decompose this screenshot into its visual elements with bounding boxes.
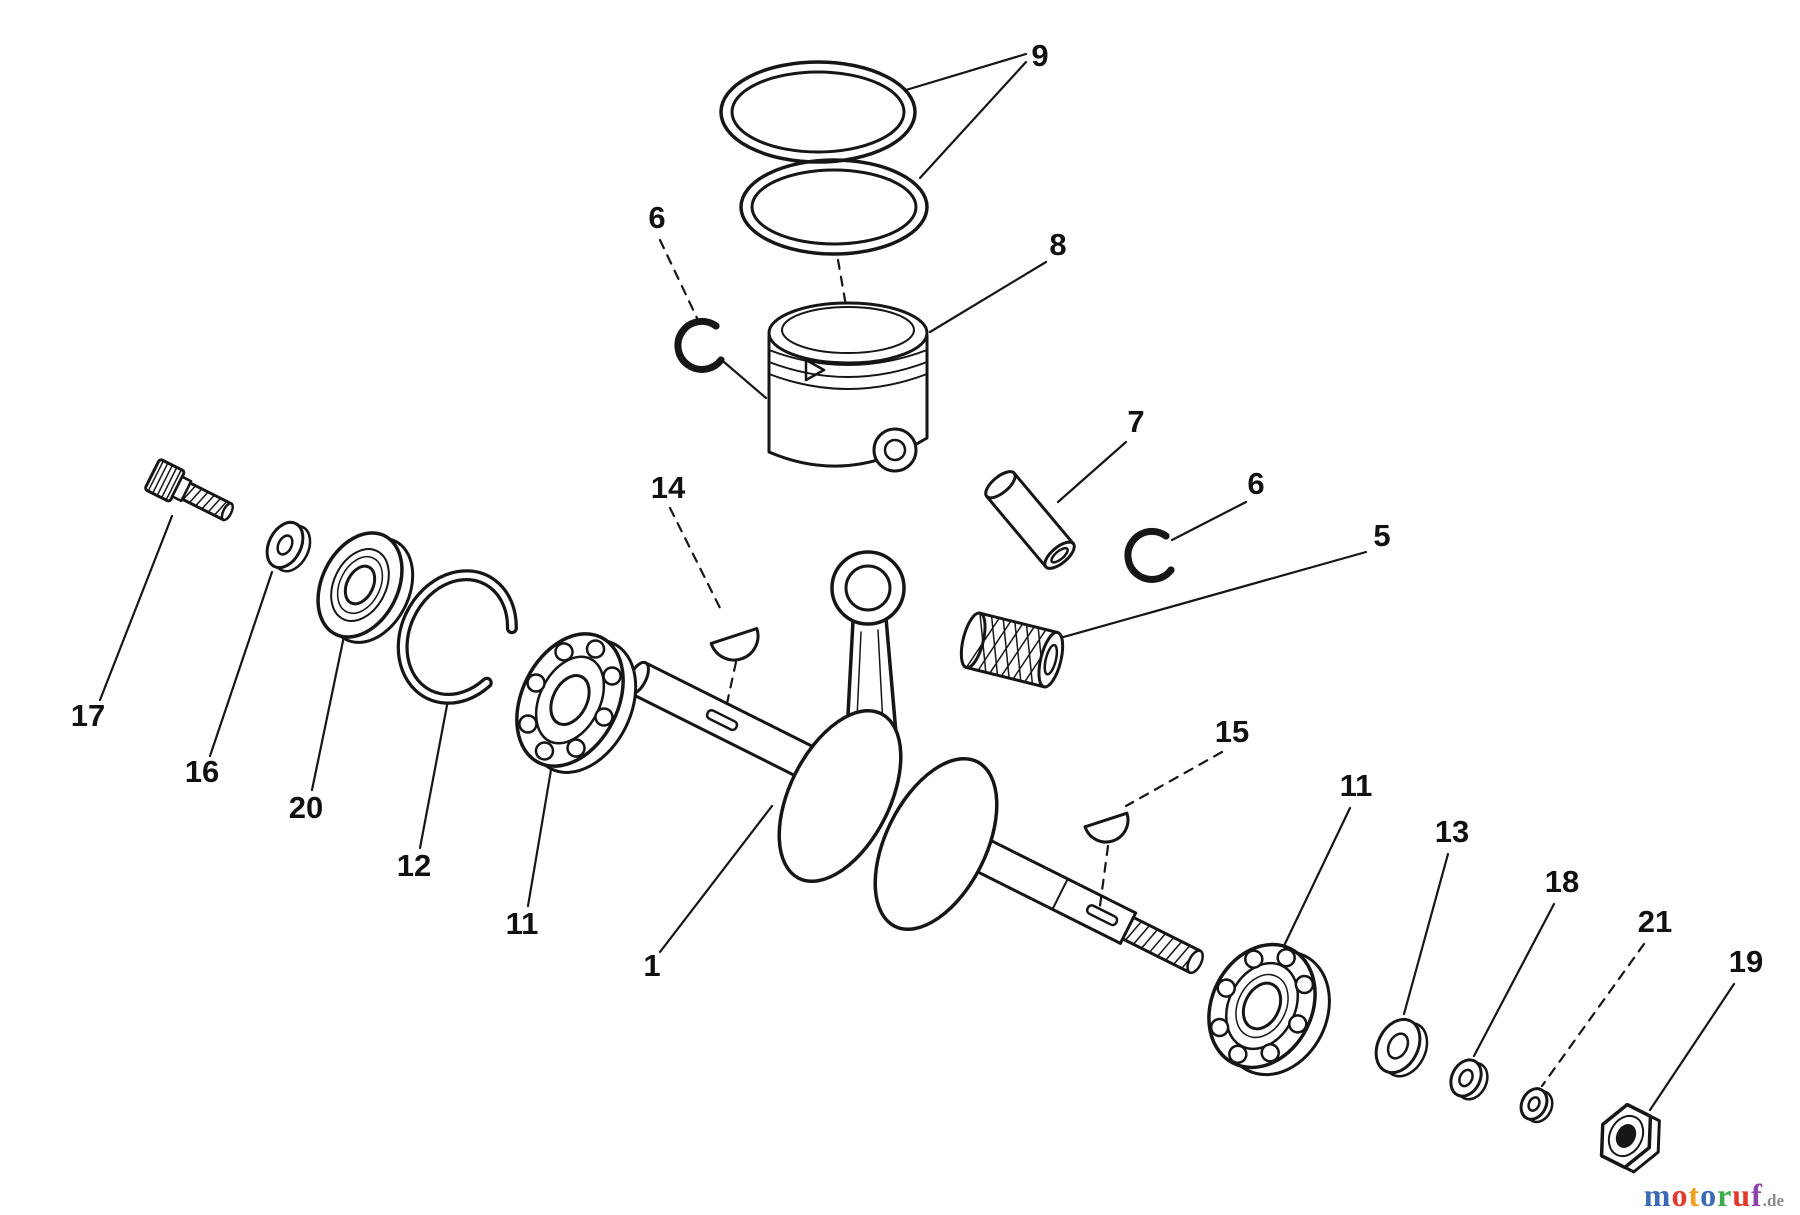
leader-9a bbox=[904, 52, 1028, 92]
callout-18: 18 bbox=[1545, 864, 1579, 899]
leader-7 bbox=[1056, 440, 1128, 504]
leader-19 bbox=[1648, 982, 1736, 1112]
leader-18 bbox=[1472, 902, 1556, 1058]
leader-17 bbox=[98, 514, 174, 702]
leader-14a bbox=[668, 506, 722, 610]
callout-13: 13 bbox=[1435, 814, 1469, 849]
callout-16: 16 bbox=[185, 754, 219, 789]
watermark-letter: u bbox=[1732, 1177, 1752, 1213]
leader-20 bbox=[310, 634, 346, 792]
leader-13 bbox=[1402, 852, 1450, 1016]
part-nut-19 bbox=[1599, 1102, 1661, 1174]
leader-6-upper bbox=[658, 238, 699, 320]
callout-11-left: 11 bbox=[506, 906, 539, 941]
part-snap-ring-12 bbox=[396, 569, 518, 705]
leader-8 bbox=[928, 260, 1048, 334]
leader-12 bbox=[418, 698, 450, 850]
leader-15a bbox=[1124, 750, 1224, 808]
leader-11-left bbox=[526, 762, 554, 908]
leader-5 bbox=[1058, 550, 1368, 640]
callout-19: 19 bbox=[1729, 944, 1763, 979]
keyway-right bbox=[1085, 904, 1119, 927]
callout-12: 12 bbox=[397, 848, 431, 883]
callout-21: 21 bbox=[1638, 904, 1672, 939]
part-wrist-pin bbox=[984, 470, 1076, 570]
part-piston-rings bbox=[719, 60, 929, 256]
part-washer-21 bbox=[1519, 1087, 1554, 1124]
part-spacer-18 bbox=[1449, 1058, 1489, 1101]
leader-14b bbox=[724, 660, 738, 710]
callout-8: 8 bbox=[1049, 227, 1066, 262]
leader-1 bbox=[658, 804, 774, 954]
piston-arrow-mark bbox=[804, 358, 826, 382]
part-circlip-upper bbox=[674, 317, 725, 373]
callout-20: 20 bbox=[289, 790, 323, 825]
part-circlip-lower bbox=[1124, 527, 1175, 583]
watermark-letter: t bbox=[1688, 1177, 1701, 1213]
leader-11-right bbox=[1280, 806, 1352, 952]
part-piston bbox=[767, 301, 929, 473]
leader-9b bbox=[918, 60, 1028, 180]
leader-16 bbox=[208, 570, 274, 758]
callout-6-lower: 6 bbox=[1247, 466, 1264, 501]
bearing-balls bbox=[518, 639, 622, 761]
watermark-letter: o bbox=[1671, 1177, 1689, 1213]
watermark-letter: m bbox=[1643, 1177, 1672, 1213]
leader-ring-axis bbox=[836, 258, 848, 308]
bearing-balls bbox=[1209, 947, 1315, 1065]
callout-5: 5 bbox=[1373, 518, 1390, 553]
callout-14: 14 bbox=[651, 470, 686, 505]
part-bearing-11-right bbox=[1207, 942, 1331, 1077]
callout-17: 17 bbox=[71, 698, 105, 733]
leader-clip-to-piston bbox=[722, 360, 768, 400]
leader-21 bbox=[1540, 942, 1646, 1088]
watermark-suffix: .de bbox=[1762, 1191, 1784, 1210]
callout-1: 1 bbox=[643, 948, 660, 983]
part-washer-13 bbox=[1374, 1017, 1429, 1078]
callout-7: 7 bbox=[1127, 404, 1144, 439]
part-key-15 bbox=[1083, 811, 1130, 844]
part-bearing-11-left bbox=[515, 632, 638, 774]
callout-6-upper: 6 bbox=[648, 200, 665, 235]
crank-web-right bbox=[873, 756, 999, 932]
rod-small-end bbox=[830, 550, 906, 626]
wrist-pin-boss bbox=[872, 427, 918, 473]
callout-15: 15 bbox=[1215, 714, 1249, 749]
crank-web-left bbox=[777, 708, 903, 884]
part-needle-bearing-5 bbox=[959, 611, 1065, 689]
callouts: 9 6 8 7 6 5 14 15 11 13 18 21 19 17 16 2… bbox=[71, 38, 1763, 983]
part-washer-16 bbox=[265, 520, 312, 573]
part-bearing-20 bbox=[316, 531, 415, 644]
part-screw-17 bbox=[144, 458, 234, 522]
watermark-motoruf[interactable]: motoruf.de bbox=[1644, 1179, 1784, 1211]
callout-11-right: 11 bbox=[1340, 768, 1373, 803]
part-key-14 bbox=[709, 627, 760, 662]
watermark-letter: o bbox=[1700, 1177, 1718, 1213]
callout-9: 9 bbox=[1031, 38, 1048, 73]
leader-lines bbox=[98, 52, 1736, 1112]
watermark-letter: r bbox=[1717, 1177, 1733, 1213]
part-crankshaft bbox=[626, 550, 1204, 975]
watermark-letter: f bbox=[1751, 1177, 1763, 1213]
keyway-left bbox=[705, 709, 739, 732]
leader-6-lower bbox=[1170, 500, 1248, 542]
